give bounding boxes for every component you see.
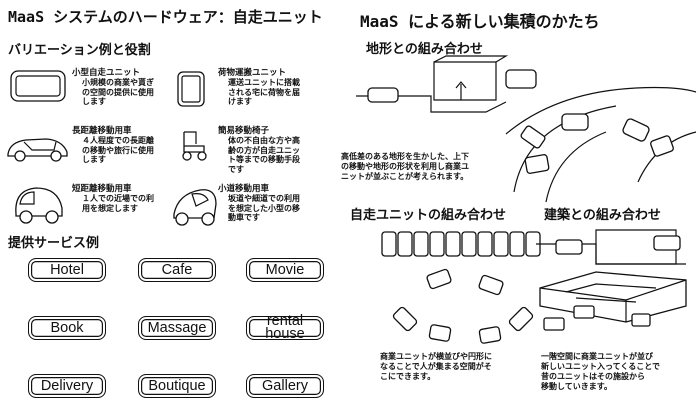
terrain-illustration [356,55,697,203]
variation-desc: ４人程度での長距離 の移動や旅行に使用 します [82,136,154,164]
service-massage: Massage [138,316,216,340]
variation-desc: 小規模の商業や貰ぎ の空間の提供に使用 します [82,78,154,106]
variation-name: 小道移動用車 [218,184,270,194]
service-hotel: Hotel [28,258,106,282]
service-gallery: Gallery [246,374,324,398]
service-movie: Movie [246,258,324,282]
architecture-illustration [536,229,687,331]
variation-name: 短距離移動用車 [72,184,132,194]
right-title: MaaS による新しい集積のかたち [360,12,600,31]
narrow-road-vehicle-icon [173,189,217,226]
service-book: Book [28,316,106,340]
units-desc: 商業ユニットが横並びや円形に なることで人が集まる空間がそ こにできます。 [380,352,492,381]
long-distance-car-icon [7,138,68,162]
variation-name: 簡易移動椅子 [218,126,270,136]
architecture-heading: 建築との組み合わせ [544,208,661,223]
service-rental-house: rental house [246,314,324,341]
variation-name: 荷物運搬ユニット [218,68,287,78]
variation-desc: 運送ユニットに搭載 される宅に荷物を届 けます [228,78,300,106]
service-boutique: Boutique [138,374,216,398]
short-distance-car-icon [15,187,63,224]
variation-name: 長距離移動用車 [72,126,132,136]
left-title: MaaS システムのハードウェア：自走ユニット [8,8,323,26]
variation-name: 小型自走ユニット [72,68,141,78]
cargo-unit-icon [177,71,205,107]
terrain-desc: 高低差のある地形を生かした、上下 の移動や地形の形状を利用し商業ユ ニットが並ぶ… [341,152,469,181]
units-heading: 自走ユニットの組み合わせ [350,208,507,223]
service-delivery: Delivery [28,374,106,398]
small-unit-icon [10,70,66,102]
variations-heading: バリエーション例と役割 [8,43,151,58]
terrain-heading: 地形との組み合わせ [366,42,483,57]
variation-desc: 坂道や細道での利用 を想定した小型の移 動車です [228,194,300,222]
variation-desc: 体の不自由な方や高 齢の方が自走ユニッ ト等までの移動手段 です [228,136,300,174]
mobility-chair-icon [182,131,207,161]
service-cafe: Cafe [138,258,216,282]
variation-desc: １人での近場での利 用を想定します [82,194,154,213]
services-heading: 提供サービス例 [8,236,100,251]
unit-arrangement-illustration [381,231,541,344]
architecture-desc: 一階空間に商業ユニットが並び 新しいユニット入ってくることで 昔のユニットはその… [541,352,660,391]
